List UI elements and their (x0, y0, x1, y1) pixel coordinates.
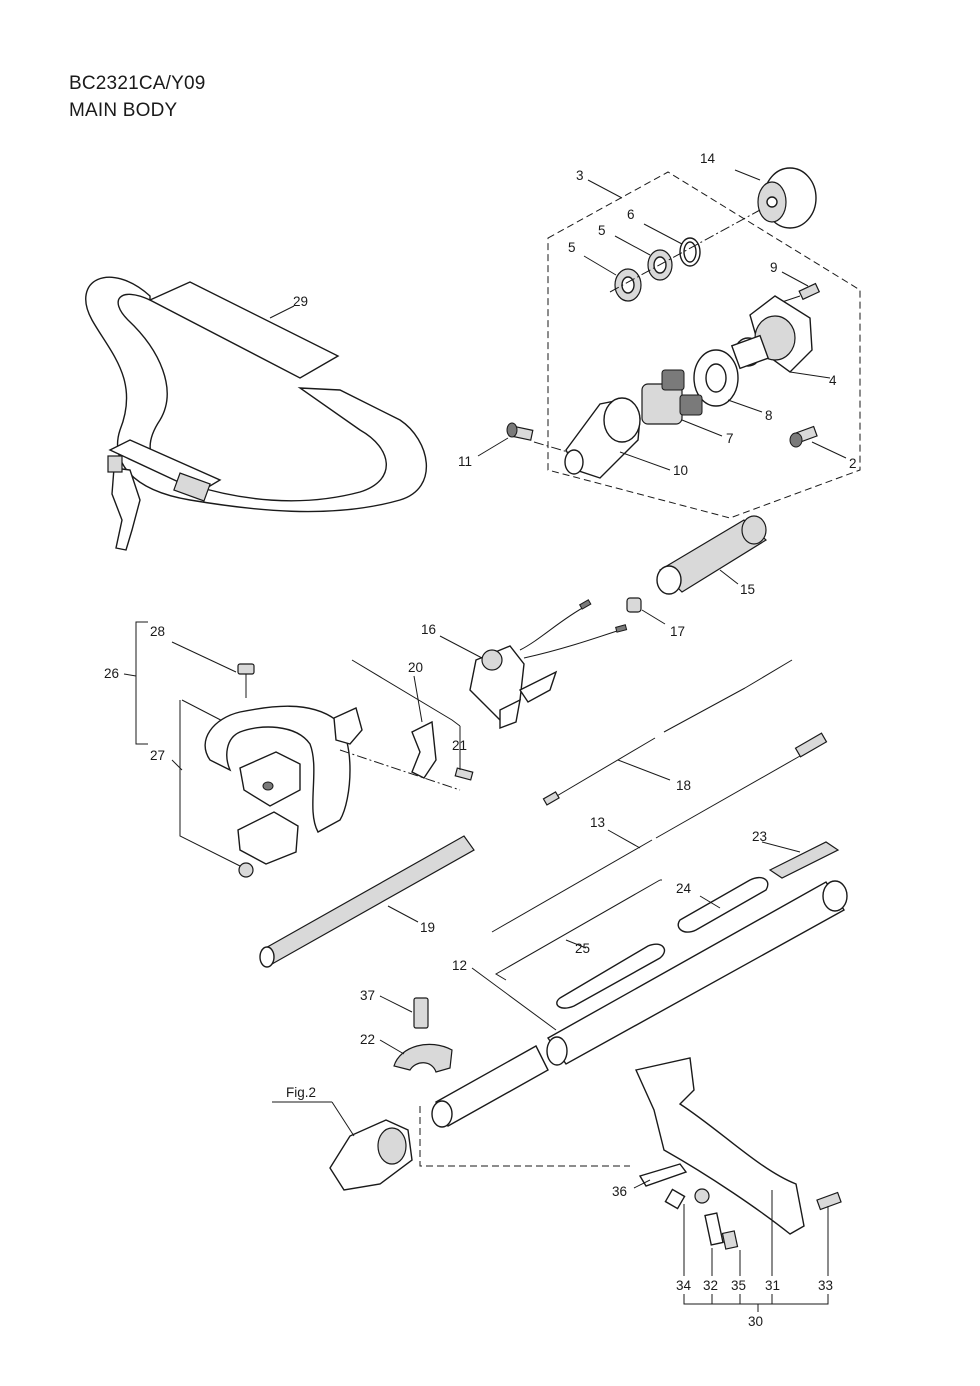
blade-guard: 36 (612, 1057, 842, 1250)
cone-housing: 10 (564, 397, 688, 479)
clutch-housing: 9 4 (730, 260, 837, 388)
part-label-18: 18 (676, 778, 691, 793)
bolt-11: 11 (458, 422, 569, 469)
part-label-17: 17 (670, 624, 685, 639)
part-label-5b: 5 (568, 240, 576, 255)
part-label-22: 22 (360, 1032, 375, 1047)
throttle-cable: 18 (542, 659, 793, 806)
part-label-5a: 5 (598, 223, 606, 238)
shoulder-harness: 29 (85, 276, 427, 551)
model-number: BC2321CA/Y09 (69, 73, 206, 94)
label-23: 23 (752, 829, 840, 879)
part-label-6: 6 (627, 207, 635, 222)
bolt-2: 2 (789, 425, 857, 471)
clutch-plate-and-shoe: 8 7 (641, 349, 773, 446)
part-label-19: 19 (420, 920, 435, 935)
part-label-30: 30 (748, 1314, 763, 1329)
clutch-assembly-group (547, 171, 861, 519)
part-label-16: 16 (421, 622, 436, 637)
part-label-28: 28 (150, 624, 165, 639)
bolt-and-clamp: 37 22 (360, 988, 453, 1073)
part-label-29: 29 (293, 294, 308, 309)
loop-handle (204, 663, 351, 878)
part-label-33: 33 (818, 1278, 833, 1293)
part-label-37: 37 (360, 988, 375, 1003)
part-label-8: 8 (765, 408, 773, 423)
part-label-24: 24 (676, 881, 692, 896)
part-label-12: 12 (452, 958, 467, 973)
spacer-17: 17 (626, 597, 685, 639)
section-title: MAIN BODY (69, 100, 178, 121)
part-label-35: 35 (731, 1278, 746, 1293)
part-label-36: 36 (612, 1184, 627, 1199)
main-shaft-pipe: 12 (419, 880, 848, 1167)
handle-grip: 15 (656, 515, 767, 597)
gear-case-reference: Fig.2 (272, 1085, 413, 1191)
labels-24-25: 24 25 (495, 876, 769, 1009)
title-block: BC2321CA/Y09 MAIN BODY (69, 70, 206, 124)
bearings-and-ring: 6 5 5 3 (568, 168, 761, 302)
part-label-3: 3 (576, 168, 584, 183)
part-label-25: 25 (575, 941, 590, 956)
drive-shaft: 13 (491, 732, 828, 933)
part-label-27: 27 (150, 748, 165, 763)
throttle-handle: 16 (421, 599, 628, 730)
part-label-26: 26 (104, 666, 119, 681)
part-label-21: 21 (452, 738, 467, 753)
part-label-2: 2 (849, 456, 857, 471)
part-label-4: 4 (829, 373, 837, 388)
part-label-20: 20 (408, 660, 423, 675)
part-label-15: 15 (740, 582, 755, 597)
guard-parts-callout: 34 32 35 31 33 30 (676, 1190, 833, 1329)
part-label-10: 10 (673, 463, 688, 478)
part-label-32: 32 (703, 1278, 718, 1293)
flexible-tube: 19 (259, 835, 475, 968)
part-label-11: 11 (458, 454, 472, 469)
part-label-34: 34 (676, 1278, 692, 1293)
part-label-14: 14 (700, 151, 716, 166)
handle-clamps: 20 21 (333, 659, 474, 791)
part-label-7: 7 (726, 431, 734, 446)
part-label-31: 31 (765, 1278, 780, 1293)
part-label-9: 9 (770, 260, 778, 275)
clutch-drum: 14 (700, 151, 817, 229)
fig2-label: Fig.2 (286, 1085, 316, 1100)
part-label-13: 13 (590, 815, 605, 830)
part-label-23: 23 (752, 829, 767, 844)
